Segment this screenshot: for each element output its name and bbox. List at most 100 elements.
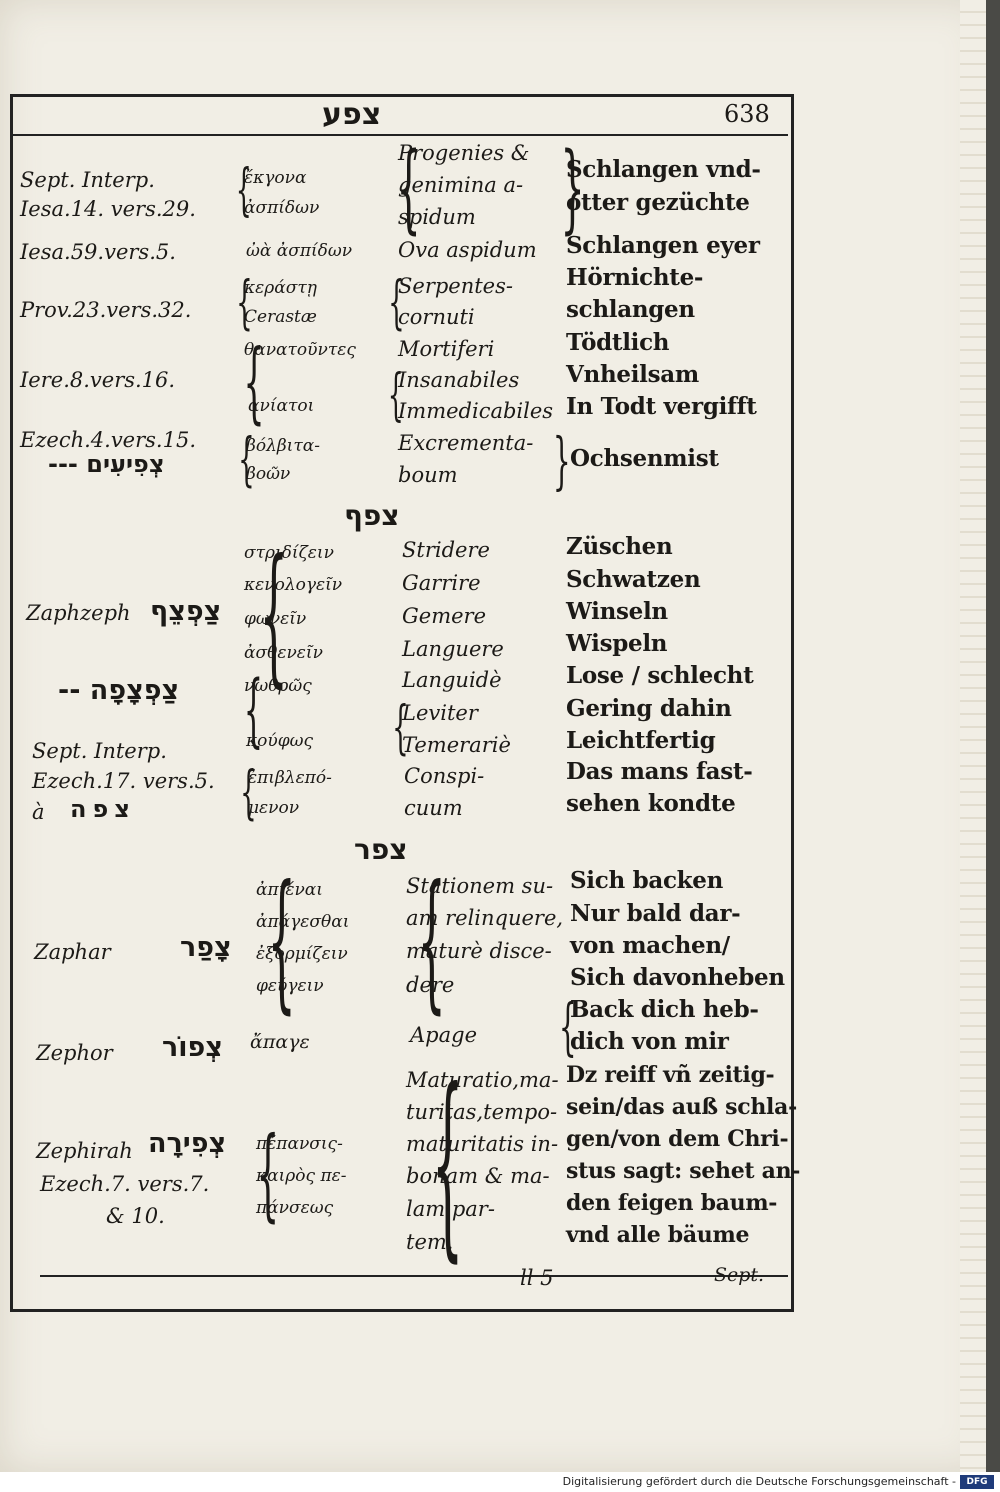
ref-ezech-17: Ezech.17. vers.5. xyxy=(32,769,215,793)
brace-greek-s3b: { xyxy=(256,1115,280,1232)
latin-s2-8: cuum xyxy=(404,796,463,820)
latin-serpentes: Serpentes- xyxy=(398,274,513,298)
footer-rule xyxy=(40,1275,788,1277)
hebrew-tsaphah: צפה xyxy=(70,795,136,823)
latin-s3b-1: turitas,tempo- xyxy=(406,1100,558,1124)
page-title-hebrew: צפע xyxy=(322,97,382,132)
german-todtlich: Tödtlich xyxy=(566,329,670,356)
latin-s3b-5: tem. xyxy=(406,1230,454,1254)
hebrew-zaphzeph: צַפְצֵף xyxy=(150,596,222,627)
greek-s2-2: φωνεῖν xyxy=(244,609,307,629)
latin-s2-0: Stridere xyxy=(402,538,490,562)
german-s3-0: Sich backen xyxy=(570,867,724,894)
latin-s2-2: Gemere xyxy=(402,604,487,628)
greek-cerastae: Cerastæ xyxy=(244,307,317,327)
credit-strip: Digitalisierung gefördert durch die Deut… xyxy=(0,1472,1000,1492)
greek-s3b-0: πέπανσις- xyxy=(256,1134,343,1154)
german-s2-3: Wispeln xyxy=(566,630,668,657)
greek-s3-3: φεύγειν xyxy=(256,976,324,996)
ref-iesa-59: Iesa.59.vers.5. xyxy=(20,240,176,264)
brace-latin-s2: { xyxy=(392,693,409,761)
page-number: 638 xyxy=(724,100,770,128)
greek-s2-4: νωθρῶς xyxy=(244,676,312,696)
dfg-logo: DFG xyxy=(960,1475,994,1489)
greek-s3-1: ἀπάγεσθαι xyxy=(256,912,350,932)
latin-s2-6: Temerariè xyxy=(402,733,511,757)
latin-ova: Ova aspidum xyxy=(398,238,537,262)
brace-latin-s3: { xyxy=(417,854,447,1028)
greek-aspidon: ἀσπίδων xyxy=(244,198,320,218)
greek-s3-0: ἀπιέναι xyxy=(256,880,323,900)
latin-spidum: spidum xyxy=(398,205,476,229)
hebrew-zaphzephah: צַפְצָפָה -- xyxy=(58,675,180,706)
latin-immedicabiles: Immedicabiles xyxy=(398,399,554,423)
ref-sept-interp: Sept. Interp. xyxy=(20,168,155,192)
latin-s2-7: Conspi- xyxy=(404,764,485,788)
header-rule xyxy=(12,134,788,136)
latin-s3-0: Stationem su- xyxy=(406,874,554,898)
greek-apage: ἄπαγε xyxy=(250,1031,310,1053)
greek-thanatountes: θανατοῦντες xyxy=(244,340,356,360)
hebrew-zephor: צְפוֹר xyxy=(162,1032,223,1063)
latin-mortiferi: Mortiferi xyxy=(398,337,495,361)
german-schlangen-eyer: Schlangen eyer xyxy=(566,232,760,259)
ref-iere-8: Iere.8.vers.16. xyxy=(20,368,176,392)
german-s3b-5: vnd alle bäume xyxy=(566,1222,750,1248)
latin-s3b-0: Maturatio,ma- xyxy=(406,1068,559,1092)
german-s2-2: Winseln xyxy=(566,598,668,625)
german-hornichte: Hörnichte- xyxy=(566,264,704,291)
brace-greek-4: { xyxy=(238,425,255,493)
page-edge xyxy=(960,0,986,1472)
ref-sept-interp-2: Sept. Interp. xyxy=(32,739,167,763)
ref-iesa-14: Iesa.14. vers.29. xyxy=(20,197,196,221)
ref-ezech-7-b: & 10. xyxy=(106,1204,165,1228)
german-vnheilsam: Vnheilsam xyxy=(566,361,699,388)
greek-s2-1: κενολογεῖν xyxy=(244,575,343,595)
greek-oa-aspidon: ὠὰ ἀσπίδων xyxy=(246,241,353,261)
hebrew-tsephiim: צְפִיעִים --- xyxy=(48,450,165,478)
ref-zaphzeph: Zaphzeph xyxy=(26,601,131,625)
greek-bolbita: βόλβιτα- xyxy=(246,436,320,456)
brace-greek-1: { xyxy=(235,158,252,223)
greek-ekgona: ἔκγονα xyxy=(244,168,307,188)
latin-s3b-3: bonam & ma- xyxy=(406,1164,550,1188)
latin-s3-1: am relinquere, xyxy=(406,906,564,930)
german-s3-3: Sich davonheben xyxy=(570,964,785,991)
signature-mark: ll 5 xyxy=(520,1266,554,1290)
latin-apage: Apage xyxy=(410,1023,477,1047)
german-otter: otter gezüchte xyxy=(566,189,750,216)
hebrew-zaphar: צָפַר xyxy=(180,932,232,963)
ref-a: à xyxy=(32,800,45,824)
latin-s3-3: dere xyxy=(406,973,455,997)
ref-zaphar: Zaphar xyxy=(34,940,111,964)
ref-prov-23: Prov.23.vers.32. xyxy=(20,298,192,322)
latin-s2-3: Languere xyxy=(402,637,504,661)
german-s2-1: Schwatzen xyxy=(566,566,701,593)
latin-s3-2: maturè disce- xyxy=(406,939,552,963)
german-s3-1: Nur bald dar- xyxy=(570,900,741,927)
ref-ezech-7: Ezech.7. vers.7. xyxy=(40,1172,210,1196)
latin-cornuti: cornuti xyxy=(398,305,475,329)
german-s3b-0: Dz reiff vñ zeitig- xyxy=(566,1062,775,1088)
brace-greek-2: { xyxy=(236,268,253,336)
latin-s2-5: Leviter xyxy=(402,701,478,725)
german-s2-8: sehen kondte xyxy=(566,790,736,817)
greek-s3-2: ἐξορμίζειν xyxy=(256,944,348,964)
german-ochsenmist: Ochsenmist xyxy=(570,445,719,472)
brace-greek-3: { xyxy=(243,330,265,433)
ref-zephirah: Zephirah xyxy=(36,1139,133,1163)
german-s2-0: Züschen xyxy=(566,533,673,560)
latin-insanabiles: Insanabiles xyxy=(398,368,520,392)
greek-boon: βοῶν xyxy=(246,464,291,484)
brace-greek-s2b: { xyxy=(243,663,264,756)
german-s2-4: Lose / schlecht xyxy=(566,662,754,689)
latin-genimina: genimina a- xyxy=(398,173,524,197)
german-s3b-4: den feigen baum- xyxy=(566,1190,778,1216)
german-s3b-1: sein/das auß schla- xyxy=(566,1094,797,1120)
brace-greek-s2: { xyxy=(259,528,289,702)
ref-zephor: Zephor xyxy=(36,1041,113,1065)
greek-s3b-1: καιρὸς πε- xyxy=(256,1166,347,1186)
latin-boum: boum xyxy=(398,463,458,487)
latin-progenies: Progenies & xyxy=(398,141,530,165)
brace-greek-s3: { xyxy=(267,854,297,1028)
